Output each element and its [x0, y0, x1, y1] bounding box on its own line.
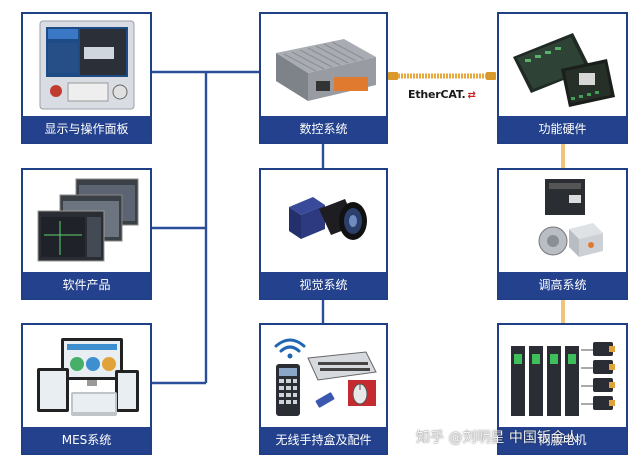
ethercat-label-mark: .	[461, 88, 466, 101]
io-board-icon	[512, 33, 615, 107]
node-vision[interactable]: 视觉系统	[259, 168, 388, 300]
ethercat-logo: EtherCAT.⇄	[408, 88, 492, 104]
node-hmi[interactable]: 显示与操作面板	[21, 12, 152, 144]
node-wireless[interactable]: 无线手持盒及配件	[259, 323, 388, 455]
height-controller-icon	[538, 179, 603, 257]
node-label-cnc: 数控系统	[261, 116, 386, 142]
servo-drive-icon	[510, 342, 615, 416]
control-panel-icon	[39, 20, 134, 110]
node-func[interactable]: 功能硬件	[497, 12, 628, 144]
node-label-hmi: 显示与操作面板	[23, 116, 150, 142]
handheld-accessories-icon	[274, 338, 377, 416]
height-illustration	[499, 170, 626, 272]
node-label-height: 调高系统	[499, 272, 626, 298]
vision-illustration	[261, 170, 386, 272]
ethercat-label-main: Ether	[408, 88, 441, 101]
controller-box-icon	[275, 39, 376, 101]
node-label-wireless: 无线手持盒及配件	[261, 427, 386, 453]
wireless-illustration	[261, 325, 386, 427]
ethercat-label-bold: CAT	[440, 88, 462, 101]
func-illustration	[499, 14, 626, 116]
node-servo[interactable]: 伺服电机	[497, 323, 628, 455]
node-height[interactable]: 调高系统	[497, 168, 628, 300]
node-label-vision: 视觉系统	[261, 272, 386, 298]
watermark: 知乎 @刘明星 中国钣金人	[416, 430, 579, 446]
node-cnc[interactable]: 数控系统	[259, 12, 388, 144]
ethercat-arrows-icon: ⇄	[467, 90, 476, 101]
node-mes[interactable]: MES系统	[21, 323, 152, 455]
node-label-servo: 伺服电机	[499, 427, 626, 453]
hmi-illustration	[23, 14, 150, 116]
software-illustration	[23, 170, 150, 272]
software-windows-icon	[37, 178, 138, 262]
ethercat-plug-left	[388, 72, 398, 80]
wifi-icon	[274, 338, 305, 353]
camera-icon	[288, 197, 367, 240]
mes-illustration	[23, 325, 150, 427]
node-soft[interactable]: 软件产品	[21, 168, 152, 300]
node-label-soft: 软件产品	[23, 272, 150, 298]
multi-device-icon	[36, 338, 139, 416]
node-label-mes: MES系统	[23, 427, 150, 453]
servo-illustration	[499, 325, 626, 427]
node-label-func: 功能硬件	[499, 116, 626, 142]
ethercat-plug-right	[486, 72, 496, 80]
cnc-illustration	[261, 14, 386, 116]
